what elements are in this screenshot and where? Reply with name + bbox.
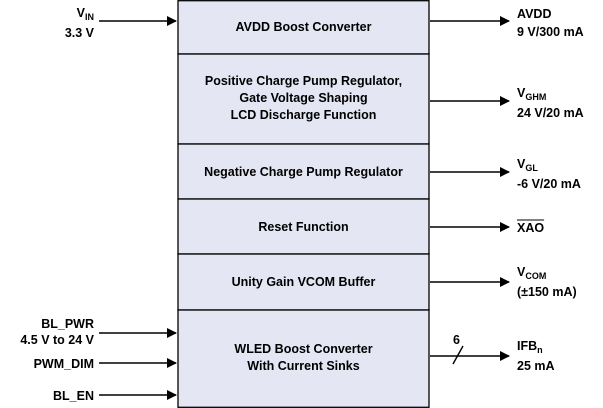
block-pos-cp-line3: LCD Discharge Function [231, 108, 377, 122]
input-bl-pwr-value: 4.5 V to 24 V [20, 333, 94, 347]
block-reset-label: Reset Function [258, 220, 348, 234]
bus-width-label: 6 [453, 333, 460, 347]
output-vgl-name: VGL [517, 157, 538, 173]
block-avdd-boost: AVDD Boost Converter [177, 0, 430, 55]
block-positive-charge-pump: Positive Charge Pump Regulator, Gate Vol… [177, 53, 430, 145]
output-avdd-value: 9 V/300 mA [517, 25, 584, 39]
input-bl-pwr-name: BL_PWR [41, 317, 94, 331]
output-ifb-value: 25 mA [517, 359, 555, 373]
output-xao-name: XAO [517, 221, 544, 235]
input-vin-value: 3.3 V [65, 26, 95, 40]
block-wled-line1: WLED Boost Converter [234, 342, 372, 356]
output-avdd-name: AVDD [517, 7, 552, 21]
bus-slash [452, 345, 464, 365]
output-ifb-name: IFBn [517, 339, 543, 355]
block-negative-charge-pump: Negative Charge Pump Regulator [177, 143, 430, 200]
block-reset-function: Reset Function [177, 198, 430, 255]
block-avdd-label: AVDD Boost Converter [236, 20, 372, 34]
output-vcom-name: VCOM [517, 265, 546, 281]
block-wled-boost: WLED Boost Converter With Current Sinks [177, 309, 430, 408]
input-vin-name: VIN [77, 6, 94, 22]
block-pos-cp-line2: Gate Voltage Shaping [239, 91, 367, 105]
output-vcom-value: (±150 mA) [517, 285, 577, 299]
block-pos-cp-line1: Positive Charge Pump Regulator, [205, 74, 402, 88]
block-vcom-buffer: Unity Gain VCOM Buffer [177, 253, 430, 311]
output-vgl-value: -6 V/20 mA [517, 177, 581, 191]
output-vghm-name: VGHM [517, 86, 546, 102]
input-pwm-dim-name: PWM_DIM [34, 357, 94, 371]
input-bl-en-name: BL_EN [53, 389, 94, 403]
output-vghm-value: 24 V/20 mA [517, 106, 584, 120]
block-wled-line2: With Current Sinks [247, 359, 359, 373]
block-neg-cp-label: Negative Charge Pump Regulator [204, 165, 403, 179]
block-vcom-label: Unity Gain VCOM Buffer [232, 275, 376, 289]
